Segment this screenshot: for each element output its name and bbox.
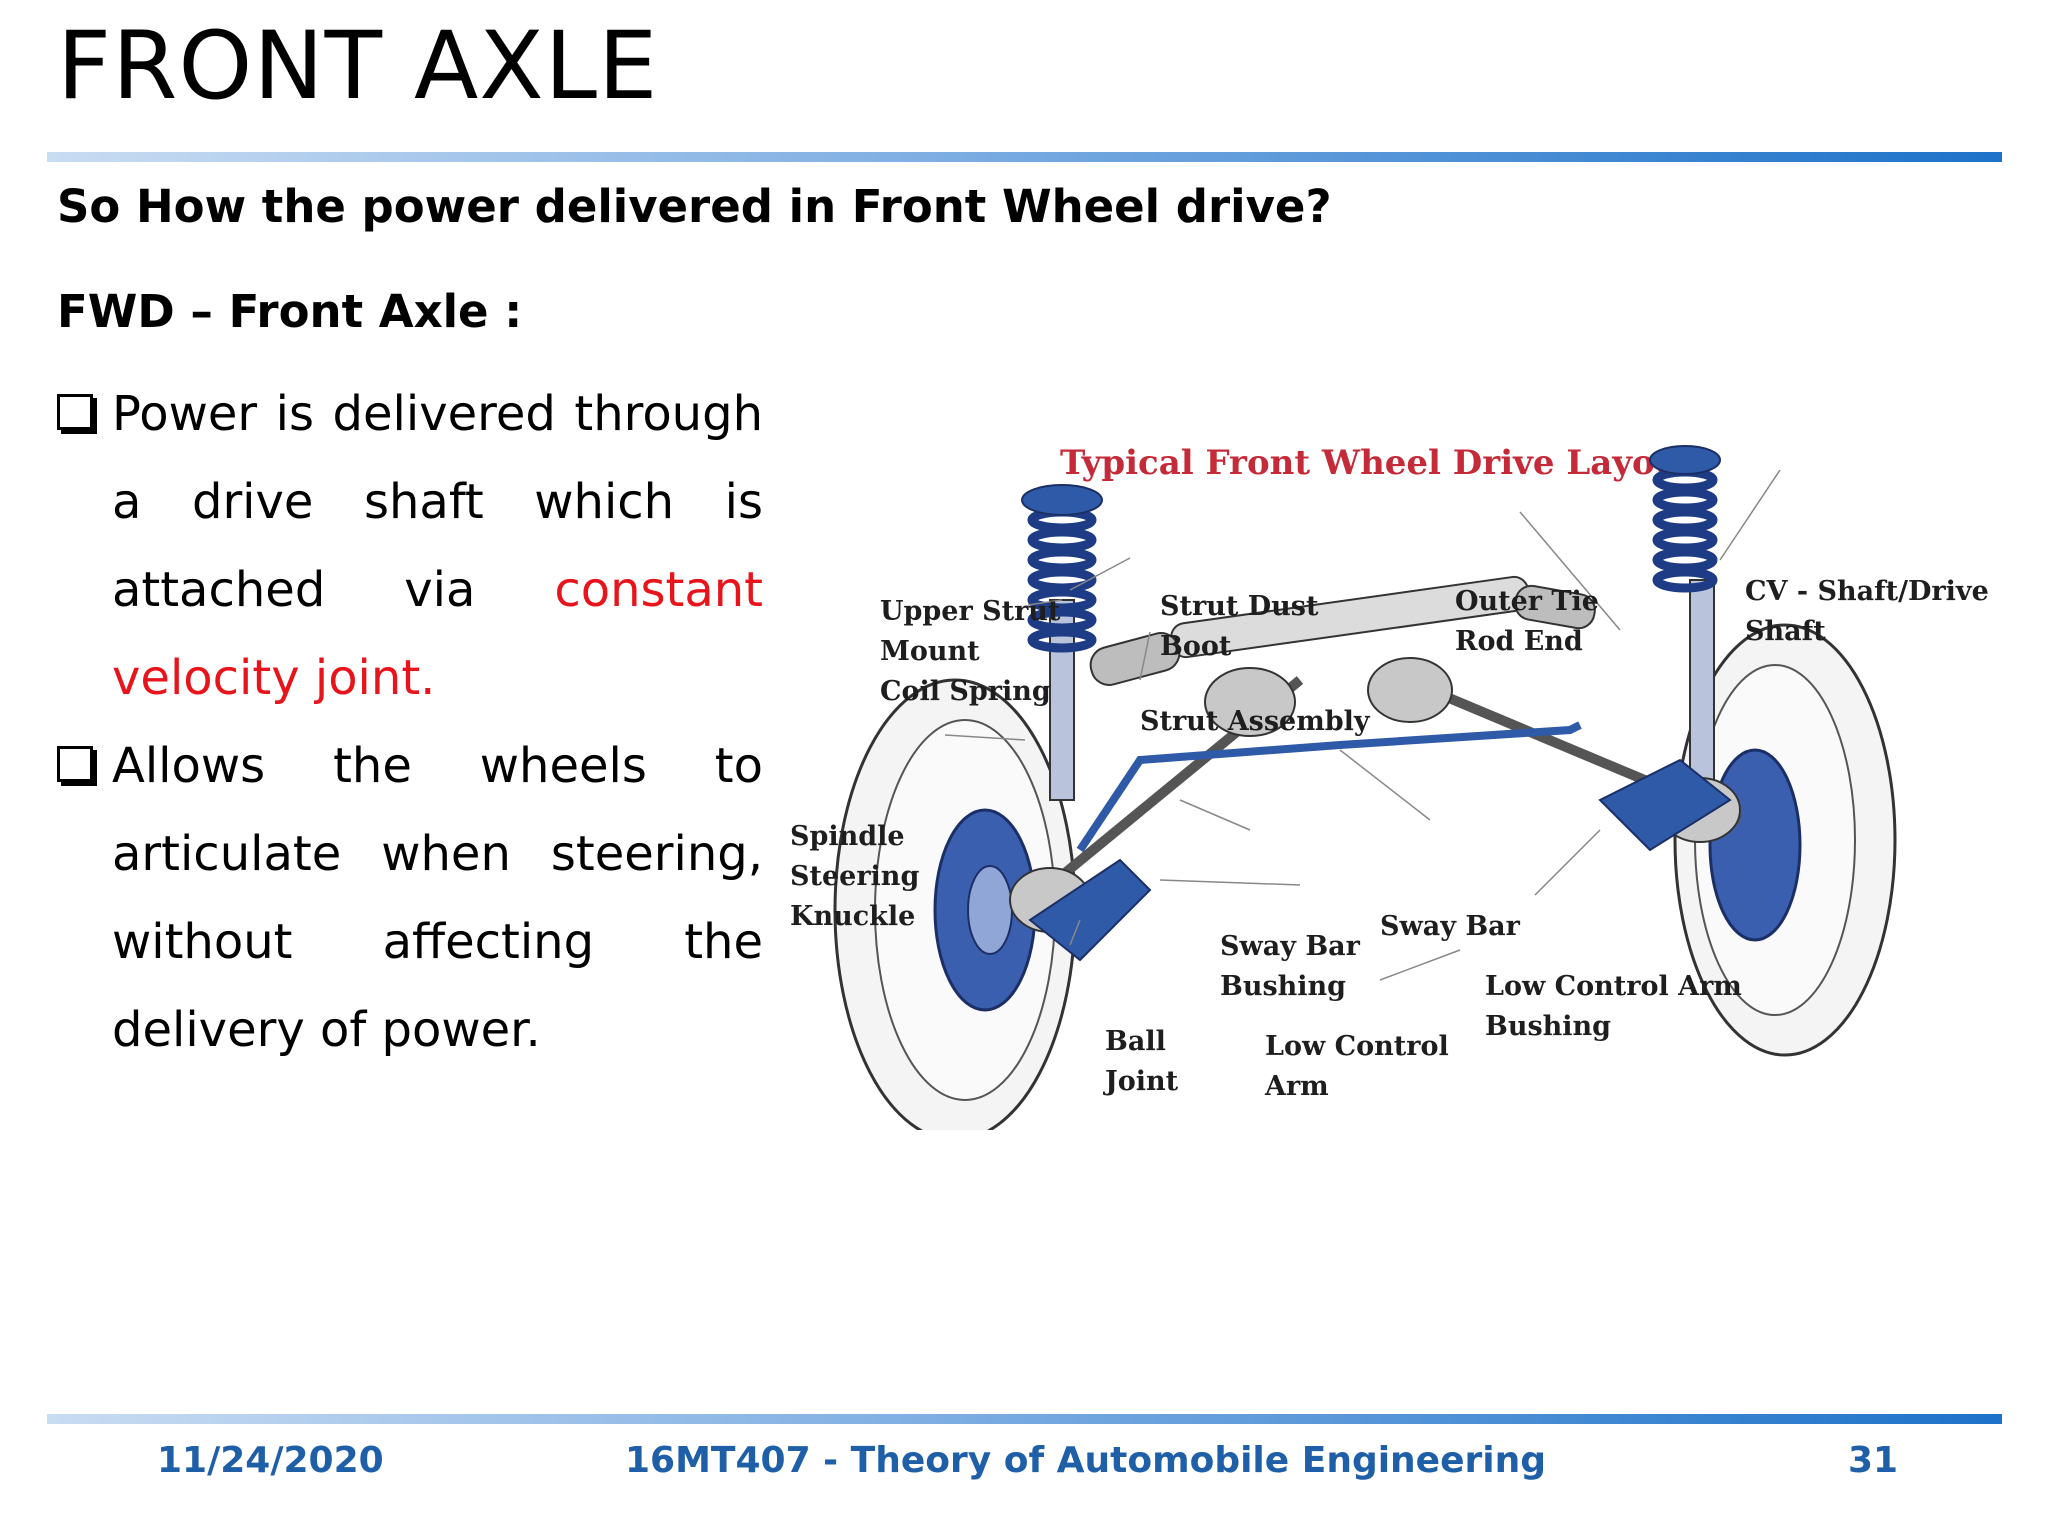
leader-lines xyxy=(944,469,1781,981)
slide-title: FRONT AXLE xyxy=(57,12,659,121)
footer-page-number: 31 xyxy=(1848,1440,1899,1481)
checkbox-bullet-icon xyxy=(57,394,93,430)
diagram-title: Typical Front Wheel Drive Layout xyxy=(1060,443,1695,483)
label-outer-tie-rod-end: Outer Tie Rod End xyxy=(1455,586,1608,657)
section-heading: FWD – Front Axle : xyxy=(57,285,523,338)
right-wheel xyxy=(1673,623,1897,1057)
right-control-arm-shape xyxy=(1598,758,1732,852)
label-strut-dust-boot: Strut Dust Boot xyxy=(1160,591,1328,662)
label-ball-joint: Ball Joint xyxy=(1103,1026,1179,1097)
bullet-item: Allows the wheels to articulate when ste… xyxy=(57,722,763,1074)
label-low-control-arm: Low Control Arm xyxy=(1264,1031,1458,1102)
label-spindle-steering-knuckle: Spindle Steering Knuckle xyxy=(790,821,929,932)
bullet-list: Power is delivered through a drive shaft… xyxy=(57,370,763,1074)
bullet-text: Power is delivered through a drive shaft… xyxy=(112,386,763,618)
footer-divider xyxy=(47,1414,2002,1424)
fwd-layout-diagram: Typical Front Wheel Drive Layout xyxy=(790,443,1998,1130)
label-cv-shaft: CV - Shaft/Drive Shaft xyxy=(1745,576,1998,647)
slide-subtitle: So How the power delivered in Front Whee… xyxy=(57,180,1332,233)
bullet-text: Allows the wheels to articulate when ste… xyxy=(112,738,763,1058)
label-coil-spring: Coil Spring xyxy=(880,676,1051,707)
bullet-item: Power is delivered through a drive shaft… xyxy=(57,370,763,722)
right-strut xyxy=(1649,445,1721,781)
checkbox-bullet-icon xyxy=(57,746,93,782)
label-sway-bar-bushing: Sway Bar Bushing xyxy=(1220,931,1369,1002)
title-divider xyxy=(47,152,2002,162)
label-strut-assembly: Strut Assembly xyxy=(1140,706,1371,737)
bullet-highlight: constant velocity joint. xyxy=(112,562,763,706)
label-low-control-arm-bushing: Low Control Arm Bushing xyxy=(1485,971,1751,1042)
label-upper-strut-mount: Upper Strut Mount xyxy=(880,596,1070,667)
left-strut xyxy=(1021,484,1103,801)
footer-course: 16MT407 - Theory of Automobile Engineeri… xyxy=(625,1440,1547,1481)
sway-bar-shape xyxy=(1076,721,1582,853)
left-control-arm-shape xyxy=(1028,858,1152,962)
footer-date: 11/24/2020 xyxy=(157,1440,384,1481)
label-sway-bar: Sway Bar xyxy=(1380,911,1521,942)
